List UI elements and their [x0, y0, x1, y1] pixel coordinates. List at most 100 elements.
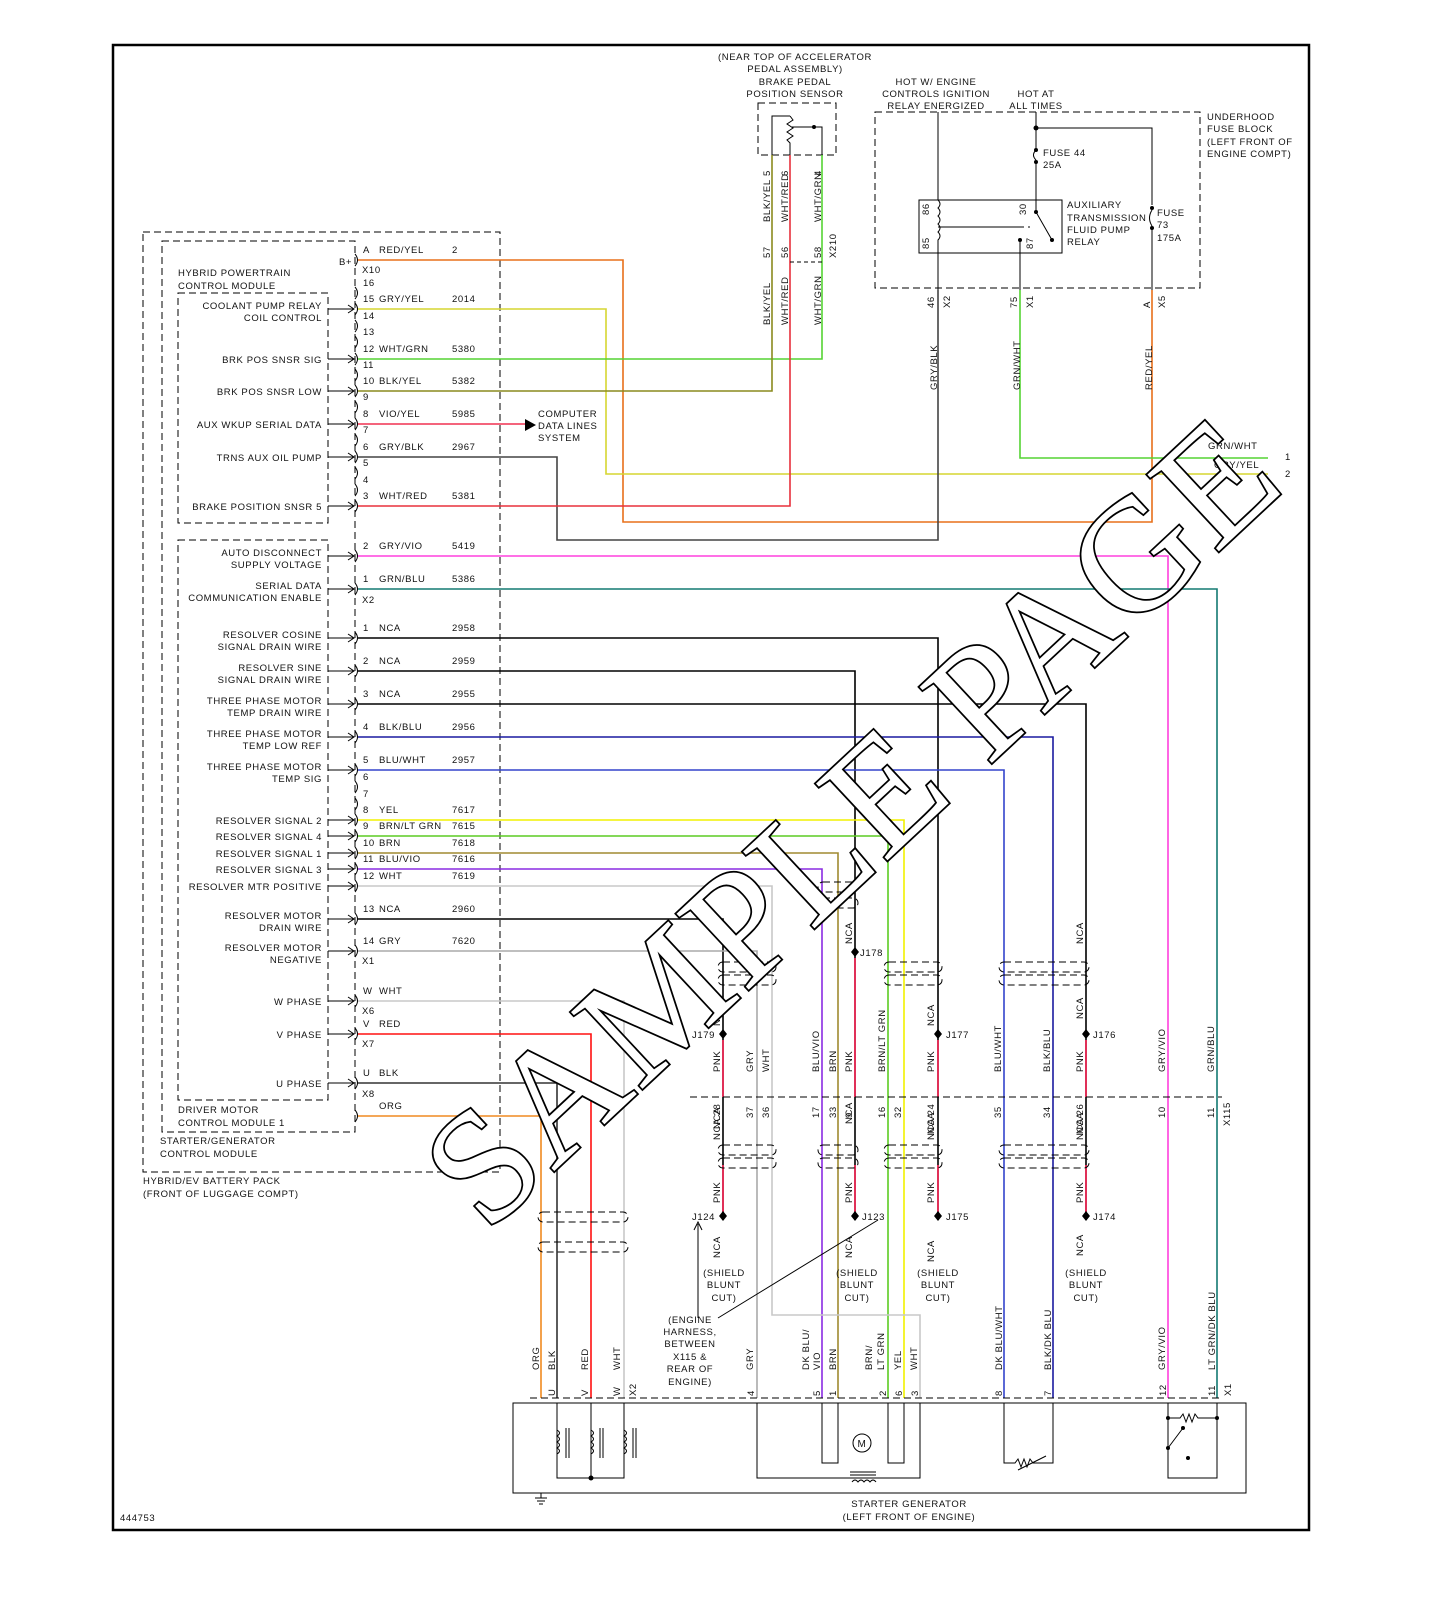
signal-arrow [328, 1078, 355, 1088]
wire-color-code: NCA [712, 1236, 723, 1258]
wire-nca [358, 637, 939, 1220]
shield-symbol [817, 881, 859, 893]
circuit-number: 7620 [452, 936, 476, 947]
wire-blk-yel [358, 262, 773, 392]
wire-color-code: DK BLU/ [801, 1329, 812, 1370]
signal-arrow [328, 1029, 355, 1039]
pin-number: W [363, 986, 373, 997]
wire-wht [358, 885, 921, 1398]
wire-color-code: NCA [379, 623, 401, 634]
circuit-number: 2958 [452, 623, 476, 634]
pin-terminal [354, 286, 358, 300]
pin-number: 8 [363, 409, 369, 420]
connector-id: X210 [828, 233, 839, 258]
circuit-number: 7616 [452, 854, 476, 865]
pin-terminal [354, 319, 358, 333]
pin-number: 14 [363, 311, 375, 322]
wire-grn-wht [1019, 290, 1268, 459]
x115-pin-number: 32 [893, 1106, 904, 1118]
pin-number: 6 [780, 170, 791, 176]
pin-function: COIL CONTROL [244, 313, 322, 324]
signal-arrow [328, 881, 355, 891]
wire-gry-vio [358, 555, 1169, 1398]
pin-number: 30 [1018, 203, 1029, 215]
pin-number: 14 [363, 936, 375, 947]
circuit-number: 2960 [452, 904, 476, 915]
pin-number: 4 [746, 1390, 757, 1396]
splice-junction [851, 1211, 859, 1221]
wire-color-code: BLK/YEL [379, 376, 422, 387]
hpcm-box [177, 292, 329, 524]
shield-symbol [817, 1157, 859, 1169]
signal-arrow [328, 452, 355, 462]
figure-id: 444753 [120, 1513, 155, 1524]
pin-function: THREE PHASE MOTOR [207, 762, 322, 773]
wire-color-code: NCA [844, 922, 855, 944]
pin-function: W PHASE [274, 997, 322, 1008]
sgcm-label: CONTROL MODULE [160, 1149, 258, 1160]
fuse-block-label: UNDERHOOD [1207, 112, 1275, 123]
connector-id: X6 [362, 1006, 375, 1017]
wire-color-code: NCA [379, 656, 401, 667]
wire-red-yel [358, 259, 1153, 523]
pin-number: 7 [363, 789, 369, 800]
signal-arrow [328, 419, 355, 429]
pin-number: 16 [363, 278, 375, 289]
wire-color-code: BRN [379, 838, 401, 849]
signal-arrow [328, 304, 355, 314]
circuit-number: 5386 [452, 574, 476, 585]
wire-color-code: PNK [1075, 1051, 1086, 1072]
wire-color-code: WHT/RED [780, 276, 791, 325]
shield-note: BLUNT [840, 1280, 874, 1291]
pin-terminal [354, 302, 358, 316]
pin-number: 7 [1043, 1390, 1054, 1396]
wire-color-code: VIO/YEL [379, 409, 420, 420]
circuit-number: 7617 [452, 805, 476, 816]
shield-note: BLUNT [1069, 1280, 1103, 1291]
wire-color-code: NCA [1075, 1234, 1086, 1256]
pin-number: U [363, 1068, 370, 1079]
x115-pin-number: 11 [1206, 1107, 1217, 1118]
pin-function: RESOLVER SIGNAL 2 [216, 816, 322, 827]
pin-terminal [354, 730, 358, 744]
brake-sensor-label: BRAKE PEDAL [759, 77, 832, 88]
pin-number: V [363, 1019, 370, 1030]
wire-color-code: ORG [379, 1101, 402, 1112]
pin-terminal [354, 879, 358, 893]
relay-label: RELAY [1067, 237, 1101, 248]
battery-pack-box [142, 231, 501, 1173]
pin-number: 8 [363, 805, 369, 816]
wire-color-code: BRN [828, 1050, 839, 1072]
shield-symbol [537, 1211, 629, 1223]
pin-number: 4 [363, 722, 369, 733]
circuit-number: 2959 [452, 656, 476, 667]
wire-wht-red [358, 262, 791, 507]
junction-id: J124 [692, 1212, 715, 1223]
shield-note: BLUNT [707, 1280, 741, 1291]
pin-number: 5 [363, 458, 369, 469]
wire-color-code: BRN/LT GRN [379, 821, 442, 832]
pin-number: 87 [1025, 237, 1036, 249]
power-source-label: RELAY ENERGIZED [887, 101, 984, 112]
wire-color-code: BRN [828, 1348, 839, 1370]
wire-color-code: NCA [926, 1004, 937, 1026]
connector-id: X8 [362, 1089, 375, 1100]
wire-color-code: GRY [745, 1050, 756, 1072]
wire-color-code: GRN/BLU [1206, 1026, 1217, 1072]
signal-arrow [328, 501, 355, 511]
pin-function: DRAIN WIRE [259, 923, 322, 934]
circuit-number: 5985 [452, 409, 476, 420]
wire-color-code: PNK [712, 1051, 723, 1072]
wire-color-code: GRY/BLK [929, 345, 940, 390]
signal-arrow [328, 699, 355, 709]
pin-number: 1 [828, 1390, 839, 1396]
wire-red [358, 1033, 592, 1398]
engine-harness-note: HARNESS, [663, 1327, 716, 1338]
pin-number: 5 [812, 1390, 823, 1396]
splice-junction [1082, 1029, 1090, 1039]
pin-number: 6 [894, 1390, 905, 1396]
splice-junction [934, 1029, 942, 1039]
shield-symbol [717, 1157, 777, 1169]
pin-number: 85 [921, 237, 932, 249]
signal-arrow [328, 848, 355, 858]
